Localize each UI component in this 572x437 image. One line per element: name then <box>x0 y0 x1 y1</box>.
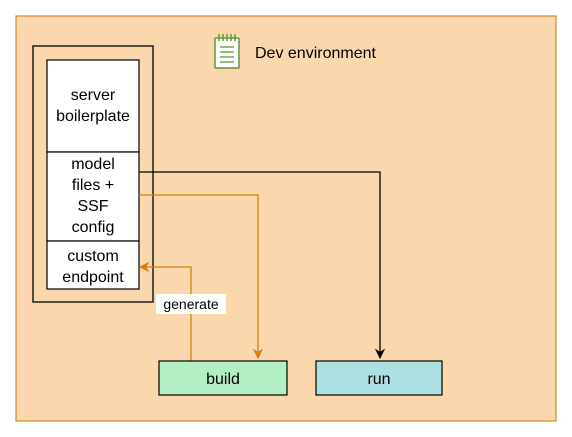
notebook-icon <box>214 34 240 69</box>
edge-model-to-run <box>139 171 386 360</box>
model-files-block <box>46 151 140 242</box>
server-boilerplate-line1: server <box>71 87 116 104</box>
build-node <box>158 360 288 396</box>
model-files-line3: SSF <box>77 198 108 215</box>
custom-endpoint-line1: custom <box>67 248 119 265</box>
build-label: build <box>206 371 240 388</box>
container-title: Dev environment <box>255 45 377 62</box>
server-boilerplate-block <box>46 59 140 153</box>
model-files-line2: files + <box>72 177 114 194</box>
custom-endpoint-block <box>46 240 140 290</box>
edge-model-to-build <box>139 194 264 360</box>
custom-endpoint-line2: endpoint <box>62 269 124 286</box>
run-node <box>315 360 443 396</box>
edge-build-to-endpoint <box>138 261 192 361</box>
model-files-line4: config <box>72 219 115 236</box>
run-label: run <box>367 371 390 388</box>
server-boilerplate-line2: boilerplate <box>56 108 130 125</box>
generate-label-bg <box>156 294 226 314</box>
stack-outer-frame <box>32 45 154 303</box>
generate-label: generate <box>163 296 218 312</box>
model-files-line1: model <box>71 156 115 173</box>
